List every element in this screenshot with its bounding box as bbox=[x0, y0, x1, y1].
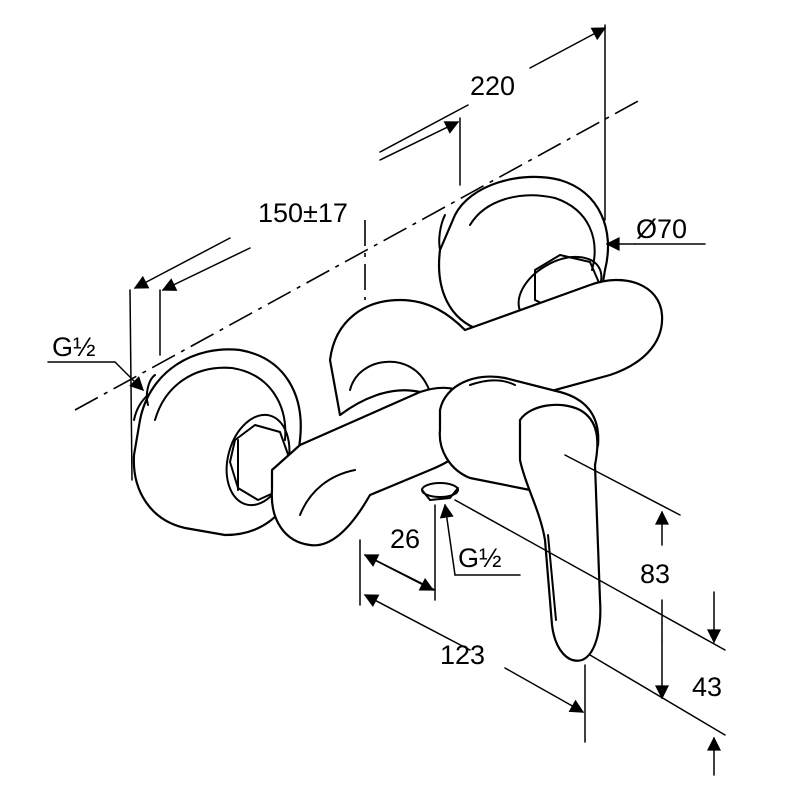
dimension-lever-reach: 123 bbox=[363, 594, 586, 743]
dimension-inlet-thread: G½ bbox=[47, 332, 144, 391]
centre-distance-label: 150±17 bbox=[258, 198, 348, 228]
dimension-outlet-thread: G½ bbox=[439, 503, 521, 576]
dimension-lever-height: 83 bbox=[564, 454, 681, 700]
dimension-outlet-height: 43 bbox=[454, 499, 726, 776]
overall-width-label: 220 bbox=[470, 71, 515, 101]
outlet-height-label: 43 bbox=[692, 672, 722, 702]
centre-line bbox=[74, 99, 641, 411]
dimension-rosette-diameter: Ø70 bbox=[605, 214, 706, 251]
inlet-thread-label: G½ bbox=[52, 332, 96, 362]
mixer-body bbox=[145, 278, 664, 662]
dimension-overall-width: 220 bbox=[129, 24, 607, 481]
rosette-diameter-label: Ø70 bbox=[636, 214, 687, 244]
outlet-thread-label: G½ bbox=[458, 543, 502, 573]
outlet-offset-label: 26 bbox=[390, 524, 420, 554]
lever-height-label: 83 bbox=[640, 559, 670, 589]
lever-reach-label: 123 bbox=[440, 640, 485, 670]
dimension-outlet-offset: 26 bbox=[359, 504, 436, 606]
dimension-centre-distance: 150±17 bbox=[159, 117, 461, 356]
